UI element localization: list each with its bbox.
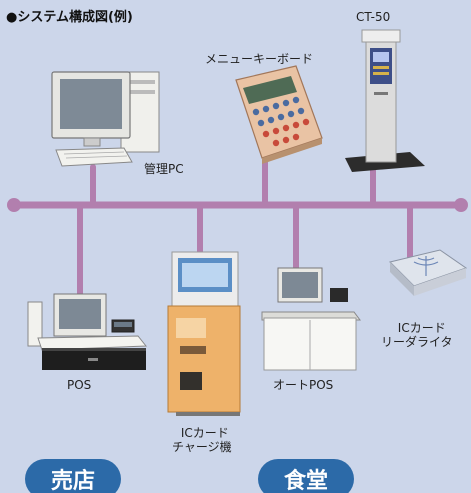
network-bus (7, 198, 468, 212)
ic-charger-label: ICカード チャージ機 (172, 426, 232, 455)
ic-reader-illustration (389, 249, 468, 296)
ic-reader-label-line1: ICカード (397, 321, 446, 335)
auto-pos-illustration (261, 267, 361, 371)
pc-label: 管理PC (144, 162, 184, 176)
ic-charger-label-line1: ICカード (180, 426, 229, 440)
menu-keyboard-label: メニューキーボード (205, 52, 314, 66)
auto-pos-label: オートPOS (273, 378, 334, 392)
menu-keyboard-illustration (235, 65, 323, 164)
ic-reader-label: ICカード リーダライタ (381, 321, 453, 350)
ct50-illustration (345, 29, 425, 172)
pos-illustration (27, 293, 148, 370)
ic-charger-illustration (167, 251, 241, 416)
bus-end-right (454, 198, 468, 212)
area-shop-pill: 売店 (25, 459, 121, 493)
ic-reader-label-line2: リーダライタ (381, 334, 453, 349)
area-cafeteria-pill: 食堂 (258, 459, 354, 493)
bus-end-left (7, 198, 21, 212)
ic-charger-label-line2: チャージ機 (172, 439, 232, 454)
pc-illustration (51, 71, 160, 167)
diagram-title: ●システム構成図(例) (6, 10, 133, 25)
pos-label: POS (67, 378, 92, 392)
ct50-label: CT-50 (356, 10, 391, 24)
